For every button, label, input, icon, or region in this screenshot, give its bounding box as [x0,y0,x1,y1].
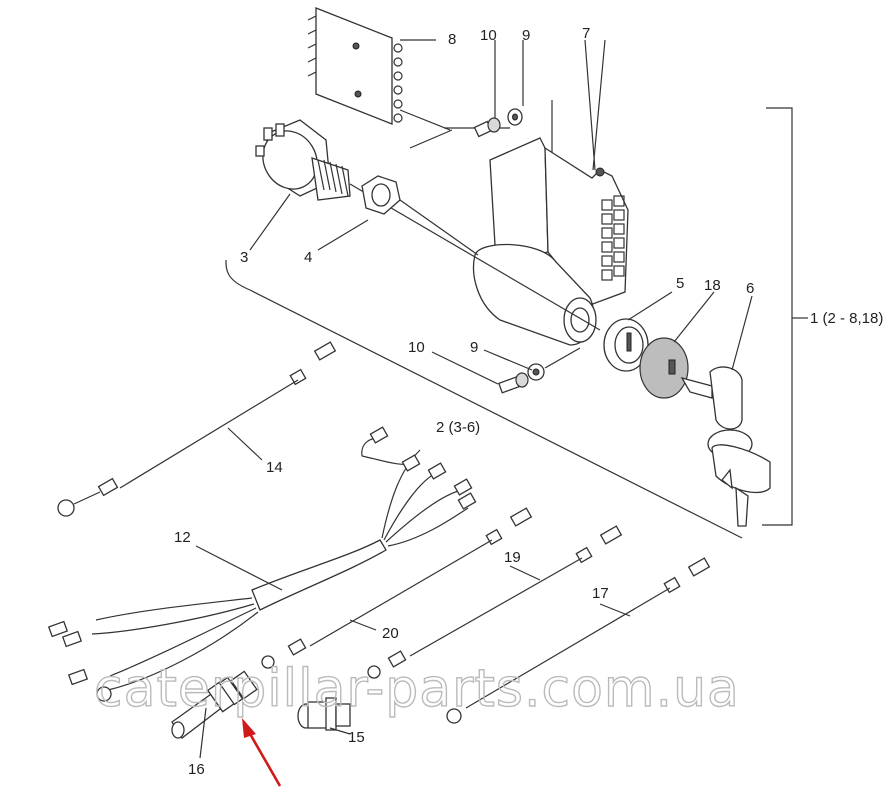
nut-part-4 [361,175,479,256]
wire-part-17 [446,557,711,724]
label-10-bottom: 10 [408,339,425,356]
label-16: 16 [188,761,205,778]
label-3: 3 [240,249,248,266]
bracket-group-1 [762,107,793,526]
keys-part-6 [680,366,771,527]
leader-lines [249,39,753,385]
wire-part-20 [261,507,533,669]
part-labels: 1 (2 - 8,18) 2 (3-6) 3 4 5 6 7 8 9 9 10 … [174,25,883,778]
label-8: 8 [448,31,456,48]
watermark: caterpillar-parts.com.ua [94,659,740,719]
washer-part-9-bottom [527,347,581,381]
sensor-part-16 [171,670,258,759]
assembly-guide-lines [399,39,606,192]
wire-part-19 [367,525,623,679]
label-19: 19 [504,549,521,566]
bezel-part-5 [603,318,649,372]
bracket-group-2 [225,259,743,539]
sensor-part-15 [297,697,351,735]
label-17: 17 [592,585,609,602]
harness-part-12 [47,426,477,702]
switch-housing-part-7 [472,137,629,346]
label-9-bottom: 9 [470,339,478,356]
label-18: 18 [704,277,721,294]
label-12: 12 [174,529,191,546]
red-pointer-arrow [242,718,282,787]
label-5: 5 [676,275,684,292]
wire-part-14 [57,341,337,517]
washer-part-9-top [507,108,523,126]
cap-part-18 [639,337,689,399]
screw-part-10-bottom [497,372,529,394]
label-10-top: 10 [480,27,497,44]
label-1: 1 (2 - 8,18) [810,310,883,327]
label-6: 6 [746,280,754,297]
screw-part-10-top [473,117,501,138]
label-20: 20 [382,625,399,642]
terminal-plate-part-8 [307,7,436,125]
label-4: 4 [304,249,312,266]
label-14: 14 [266,459,283,476]
ignition-switch-part-3 [255,119,601,331]
label-9-top: 9 [522,27,530,44]
label-2: 2 (3-6) [436,419,480,436]
label-7: 7 [582,25,590,42]
label-15: 15 [348,729,365,746]
